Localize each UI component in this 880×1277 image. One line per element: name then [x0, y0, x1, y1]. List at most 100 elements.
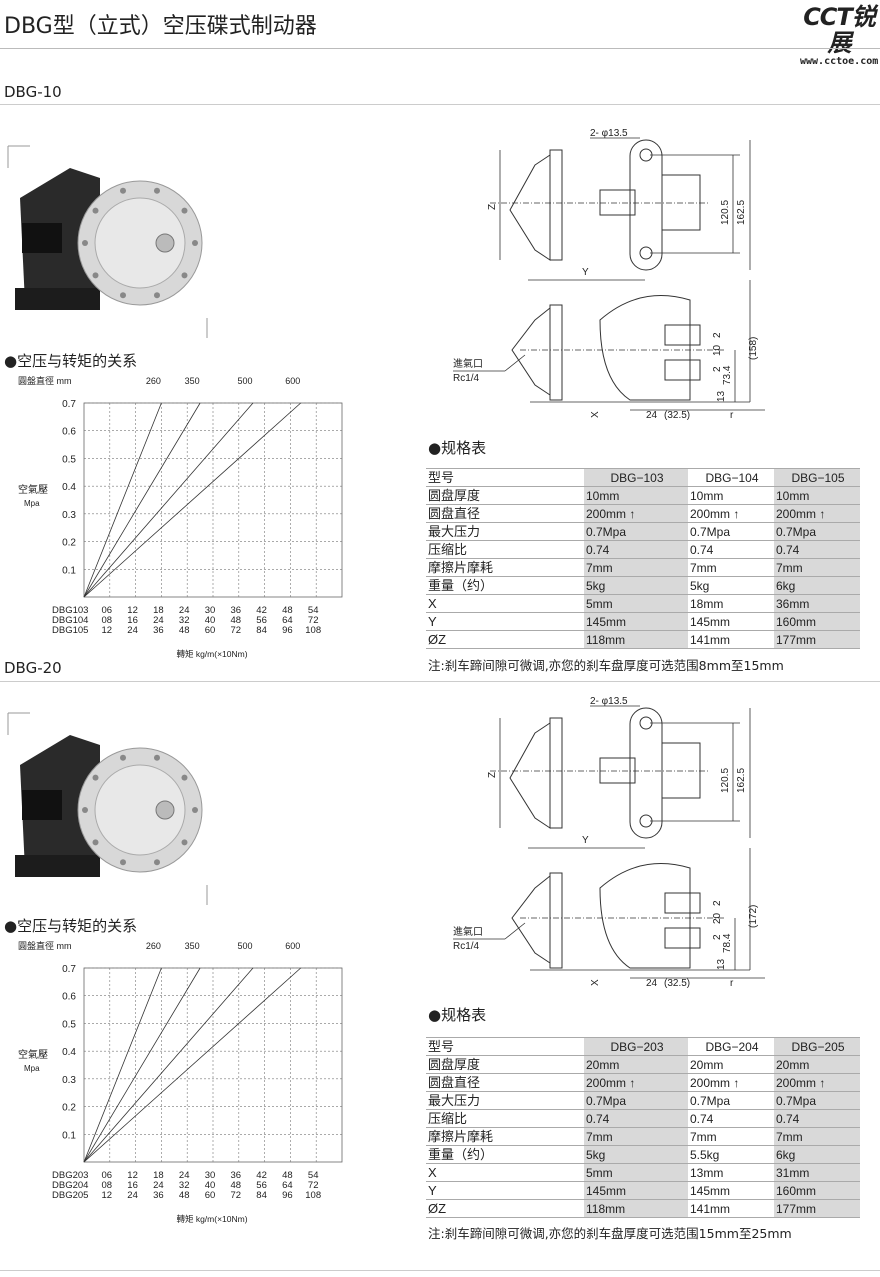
table-cell: 5kg	[584, 1145, 688, 1164]
dimension-label: X	[590, 411, 601, 418]
x-tick-label: 54	[308, 1170, 319, 1181]
y-axis-label: 空氣壓	[18, 1048, 48, 1061]
bolt	[120, 187, 127, 194]
y-tick-label: 0.1	[62, 565, 76, 576]
bolt	[192, 807, 198, 813]
table-header-cell: 型号	[426, 1037, 584, 1056]
y-tick-label: 0.6	[62, 992, 76, 1003]
x-tick-label: 60	[205, 1190, 216, 1201]
flange	[549, 149, 563, 261]
dimension-label: 2- φ13.5	[590, 696, 628, 707]
dimension-label: Rc1/4	[453, 941, 480, 952]
flange	[549, 304, 563, 401]
table-cell: 200mm ↑	[584, 1073, 688, 1092]
table-cell: 6kg	[774, 576, 860, 595]
table-cell: 7mm	[584, 1127, 688, 1146]
caliper	[661, 742, 701, 799]
x-tick-label: 36	[153, 625, 164, 636]
spec-heading: ●规格表	[428, 1006, 487, 1024]
bolt	[92, 839, 99, 846]
table-header-cell: DBG−103	[584, 468, 688, 487]
series-line-500	[83, 967, 254, 1163]
dimension-label: 進氣口	[453, 357, 483, 370]
table-cell: 18mm	[688, 594, 774, 613]
dimension-label: Y	[582, 267, 589, 278]
x-tick-label: 84	[256, 625, 267, 636]
divider	[0, 48, 880, 49]
x-tick-label: 08	[102, 615, 113, 626]
dimension-label: 2	[712, 366, 723, 372]
x-axis-label: 轉矩 kg/m(×10Nm)	[176, 649, 247, 659]
bolt	[153, 187, 160, 194]
flange	[549, 717, 563, 829]
table-cell: 145mm	[688, 612, 774, 631]
page-title: DBG型（立式）空压碟式制动器	[4, 14, 317, 39]
x-row-label: DBG103	[52, 605, 88, 616]
x-tick-label: 40	[205, 615, 216, 626]
dimension-label: (172)	[748, 905, 759, 928]
dimension-label: 進氣口	[453, 925, 483, 938]
table-cell: 摩擦片摩耗	[426, 1127, 584, 1146]
drawing-line	[504, 922, 526, 940]
x-tick-label: 36	[231, 605, 242, 616]
table-cell: 最大压力	[426, 522, 584, 541]
x-tick-label: 56	[256, 615, 267, 626]
section-title: DBG-20	[4, 659, 62, 677]
x-tick-label: 72	[231, 1190, 242, 1201]
table-cell: 141mm	[688, 1199, 774, 1218]
table-cell: 重量（约）	[426, 1145, 584, 1164]
x-tick-label: 48	[282, 605, 293, 616]
series-line-600	[83, 967, 301, 1163]
series-line-500	[83, 402, 254, 598]
bolt	[153, 292, 160, 299]
table-cell: 200mm ↑	[774, 504, 860, 523]
rod	[599, 757, 636, 784]
table-cell: 200mm ↑	[584, 504, 688, 523]
table-cell: 0.7Mpa	[688, 522, 774, 541]
divider	[0, 104, 880, 105]
table-cell: 圆盘厚度	[426, 486, 584, 505]
dimension-label: r	[730, 410, 734, 421]
y-axis-label: 空氣壓	[18, 483, 48, 496]
logo-mark: CCT锐展	[803, 3, 876, 57]
dimension-label: Rc1/4	[453, 373, 480, 384]
x-tick-label: 72	[308, 615, 319, 626]
x-tick-label: 12	[127, 605, 138, 616]
table-cell: 20mm	[584, 1055, 688, 1074]
table-cell: ØZ	[426, 1199, 584, 1218]
table-cell: 160mm	[774, 1181, 860, 1200]
dimension-label: 120.5	[720, 768, 731, 793]
table-cell: 7mm	[584, 558, 688, 577]
series-line-350	[83, 967, 201, 1163]
x-tick-label: 36	[231, 1170, 242, 1181]
bolt	[120, 859, 127, 866]
table-cell: 0.7Mpa	[584, 522, 688, 541]
table-cell: 圆盘厚度	[426, 1055, 584, 1074]
x-row-label: DBG104	[52, 615, 88, 626]
dimension-label: 2	[712, 934, 723, 940]
bolt	[153, 859, 160, 866]
x-tick-label: 30	[205, 605, 216, 616]
x-tick-label: 48	[282, 1170, 293, 1181]
table-cell: 200mm ↑	[688, 504, 774, 523]
product-photo	[7, 712, 208, 905]
y-axis-unit: Mpa	[24, 499, 40, 508]
x-tick-label: 108	[305, 1190, 321, 1201]
bolt	[192, 240, 198, 246]
dimension-label: 120.5	[720, 200, 731, 225]
x-tick-label: 16	[127, 1180, 138, 1191]
bolt	[82, 807, 88, 813]
x-tick-label: 24	[179, 605, 190, 616]
y-tick-label: 0.4	[62, 482, 76, 493]
y-tick-label: 0.7	[62, 964, 76, 975]
bolt	[153, 754, 160, 761]
y-tick-label: 0.3	[62, 510, 76, 521]
table-header-cell: DBG−203	[584, 1037, 688, 1056]
